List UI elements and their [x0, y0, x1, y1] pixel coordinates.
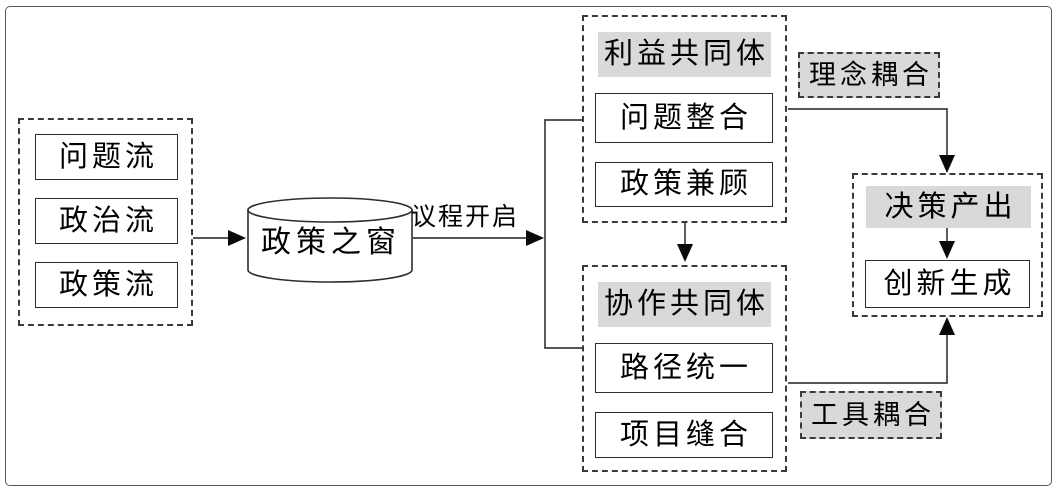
arrowhead-into-window: [228, 230, 246, 246]
project-stitching-box: 项目缝合: [595, 412, 773, 458]
collaboration-community-title: 协作共同体: [598, 282, 771, 327]
problem-integration-box: 问题整合: [595, 93, 773, 143]
cylinder-top: [247, 197, 413, 223]
interest-community-title: 利益共同体: [598, 32, 771, 77]
arrowhead-concept-coupling: [939, 155, 955, 173]
policy-window-cylinder: [247, 197, 413, 283]
outer-frame: [5, 6, 1052, 486]
cylinder-body: [247, 209, 413, 283]
policy-stream-box: 政策流: [35, 262, 178, 308]
arrowhead-decision-internal: [939, 241, 955, 259]
arrowhead-agenda: [526, 230, 544, 246]
arrowhead-tool-coupling: [939, 317, 955, 335]
policy-balance-box: 政策兼顾: [595, 162, 773, 207]
politics-stream-box: 政治流: [35, 198, 178, 244]
interest-community-group: [582, 15, 787, 223]
innovation-generation-box: 创新生成: [865, 260, 1030, 308]
decision-output-group: [852, 173, 1043, 317]
collaboration-community-group: [582, 265, 787, 472]
tool-coupling-tag: 工具耦合: [800, 391, 942, 439]
agenda-open-label: 议程开启: [411, 204, 520, 231]
problem-stream-box: 问题流: [35, 134, 178, 180]
path-unification-box: 路径统一: [595, 343, 773, 393]
split-bracket: [544, 119, 582, 349]
concept-coupling-tag: 理念耦合: [798, 52, 940, 98]
streams-group: [18, 118, 193, 326]
concept-coupling-path: [788, 108, 948, 157]
policy-window-label: 政策之窗: [261, 226, 401, 259]
arrowhead-into-collaboration: [677, 244, 693, 262]
tool-coupling-path: [788, 333, 948, 384]
decision-output-title: 决策产出: [866, 186, 1031, 228]
